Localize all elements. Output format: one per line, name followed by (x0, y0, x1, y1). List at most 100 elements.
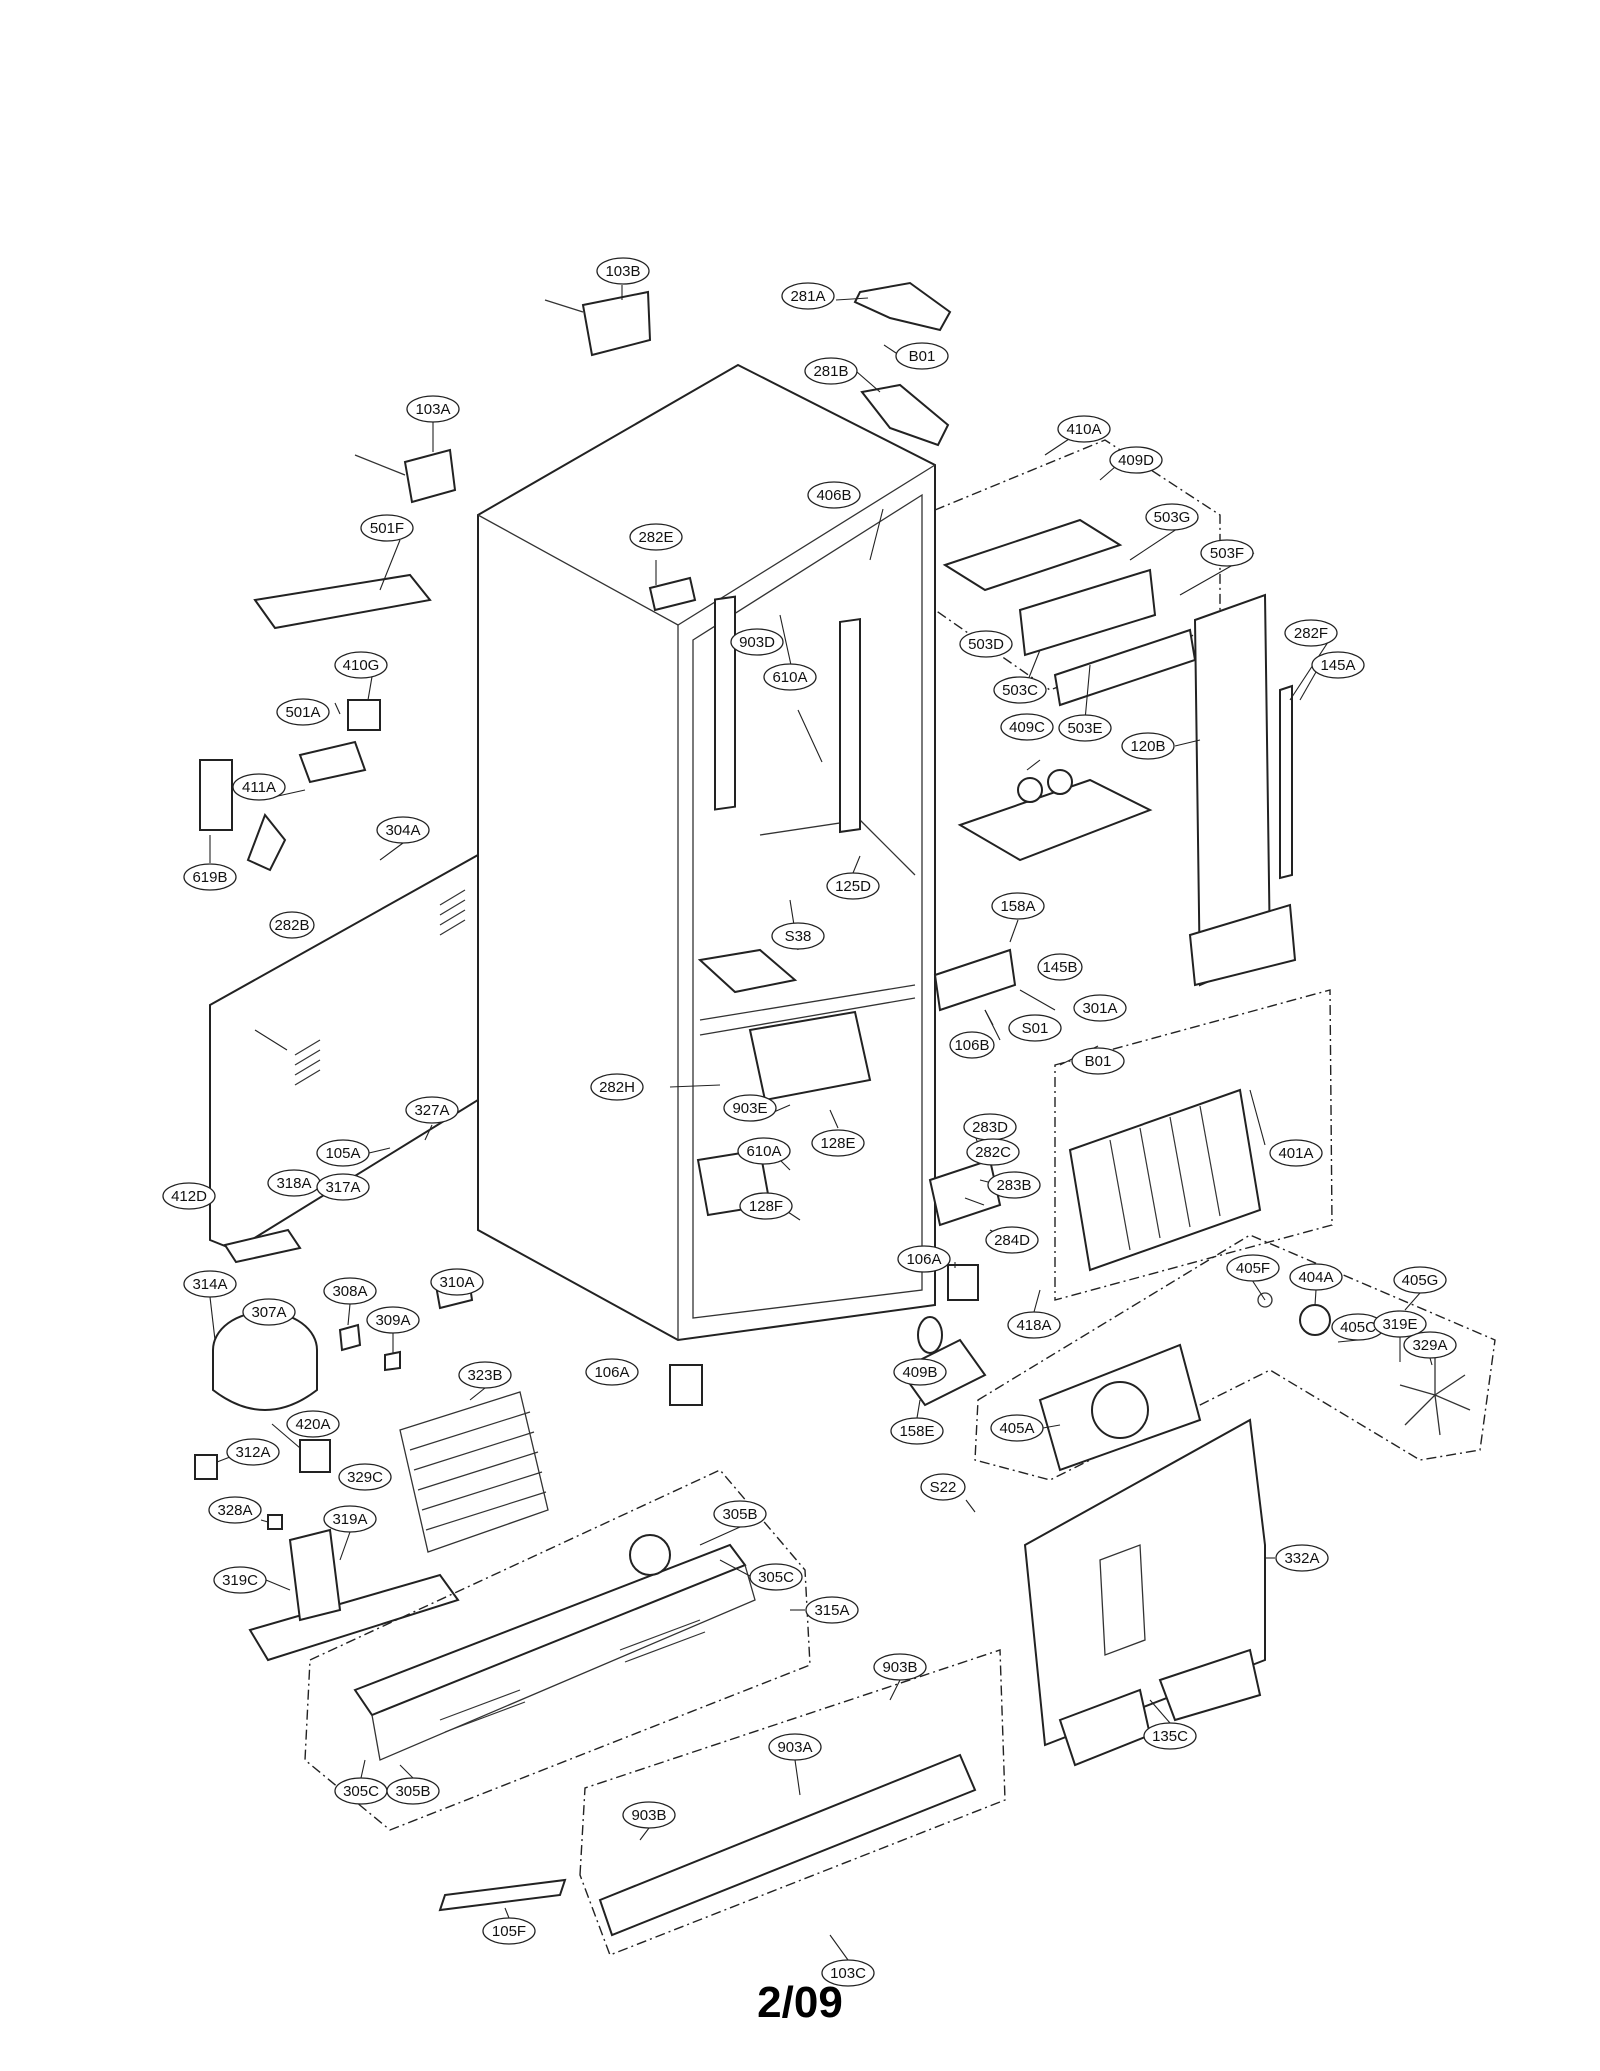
callout: 405F (1226, 1254, 1280, 1282)
svg-text:903B: 903B (882, 1659, 917, 1676)
callout: 405C (1331, 1313, 1385, 1341)
svg-text:282F: 282F (1294, 625, 1328, 642)
svg-text:405A: 405A (999, 1420, 1034, 1437)
callout: 315A (805, 1596, 859, 1624)
svg-text:105A: 105A (325, 1145, 360, 1162)
callout: 410G (334, 651, 388, 679)
svg-text:410G: 410G (343, 657, 380, 674)
page-number: 2/09 (757, 1978, 843, 2027)
svg-text:329A: 329A (1412, 1337, 1447, 1354)
svg-text:503E: 503E (1067, 720, 1102, 737)
callout: 308A (323, 1277, 377, 1305)
callout: 903D (730, 628, 784, 656)
svg-text:327A: 327A (414, 1102, 449, 1119)
svg-text:103A: 103A (415, 401, 450, 418)
callout: 145B (1037, 953, 1083, 981)
callout: B01 (1071, 1047, 1125, 1075)
svg-text:312A: 312A (235, 1444, 270, 1461)
callout: 128F (739, 1192, 793, 1220)
callout: 305C (334, 1777, 388, 1805)
callout: 307A (242, 1298, 296, 1326)
callout-layer: 103B 281A B01 281B 103A 410A 409D 406B 2… (162, 257, 1457, 1987)
svg-text:281A: 281A (790, 288, 825, 305)
svg-text:314A: 314A (192, 1276, 227, 1293)
callout: 125D (826, 872, 880, 900)
svg-text:105F: 105F (492, 1923, 526, 1940)
callout: 304A (376, 816, 430, 844)
callout: 105F (482, 1917, 536, 1945)
callout: 283B (987, 1171, 1041, 1199)
svg-text:329C: 329C (347, 1469, 383, 1486)
callout: 410A (1057, 415, 1111, 443)
svg-text:120B: 120B (1130, 738, 1165, 755)
callout: 282E (629, 523, 683, 551)
callout: 619B (183, 863, 237, 891)
svg-text:404A: 404A (1298, 1269, 1333, 1286)
svg-text:411A: 411A (242, 779, 276, 796)
svg-text:158A: 158A (1000, 898, 1035, 915)
svg-text:315A: 315A (814, 1602, 849, 1619)
callout: 319E (1373, 1310, 1427, 1338)
svg-text:301A: 301A (1082, 1000, 1117, 1017)
svg-text:284D: 284D (994, 1232, 1030, 1249)
svg-text:S38: S38 (785, 928, 812, 945)
svg-text:145A: 145A (1320, 657, 1355, 674)
svg-text:410A: 410A (1066, 421, 1101, 438)
callout: 319C (213, 1566, 267, 1594)
svg-text:903A: 903A (777, 1739, 812, 1756)
svg-text:S01: S01 (1022, 1020, 1049, 1037)
svg-text:282E: 282E (638, 529, 673, 546)
callout: B01 (895, 342, 949, 370)
svg-text:903D: 903D (739, 634, 775, 651)
callout: 105A (316, 1139, 370, 1167)
callout: 329A (1403, 1331, 1457, 1359)
callout: 305B (386, 1777, 440, 1805)
callout: 314A (183, 1270, 237, 1298)
svg-text:282C: 282C (975, 1144, 1011, 1161)
callout: 312A (226, 1438, 280, 1466)
svg-text:501A: 501A (285, 704, 320, 721)
callout: 103B (596, 257, 650, 285)
callout: 281B (804, 357, 858, 385)
callout: 501F (360, 514, 414, 542)
svg-text:610A: 610A (772, 669, 807, 686)
callout: 106A (897, 1245, 951, 1273)
svg-text:319C: 319C (222, 1572, 258, 1589)
svg-text:309A: 309A (375, 1312, 410, 1329)
svg-text:318A: 318A (276, 1175, 311, 1192)
callout: 282H (590, 1073, 644, 1101)
svg-text:332A: 332A (1284, 1550, 1319, 1567)
svg-text:283B: 283B (996, 1177, 1031, 1194)
svg-text:B01: B01 (1085, 1053, 1112, 1070)
svg-text:319A: 319A (332, 1511, 367, 1528)
svg-text:145B: 145B (1042, 959, 1077, 976)
callout: S01 (1008, 1014, 1062, 1042)
callout: 128E (811, 1129, 865, 1157)
callout: 309A (366, 1306, 420, 1334)
callout: 405A (990, 1414, 1044, 1442)
svg-text:304A: 304A (385, 822, 420, 839)
svg-text:128F: 128F (749, 1198, 783, 1215)
callout: 610A (737, 1137, 791, 1165)
callout: 283D (963, 1113, 1017, 1141)
callout: 610A (763, 663, 817, 691)
svg-text:420A: 420A (295, 1416, 330, 1433)
svg-text:305B: 305B (395, 1783, 430, 1800)
svg-text:282H: 282H (599, 1079, 635, 1096)
callout: 158E (890, 1417, 944, 1445)
svg-text:305C: 305C (758, 1569, 794, 1586)
callout: 305C (749, 1563, 803, 1591)
svg-text:305B: 305B (722, 1506, 757, 1523)
svg-text:135C: 135C (1152, 1728, 1188, 1745)
svg-text:103B: 103B (605, 263, 640, 280)
callout: 401A (1269, 1139, 1323, 1167)
svg-text:323B: 323B (467, 1367, 502, 1384)
svg-text:406B: 406B (816, 487, 851, 504)
svg-text:106B: 106B (954, 1037, 989, 1054)
svg-text:405C: 405C (1340, 1319, 1376, 1336)
callout: 503E (1058, 714, 1112, 742)
svg-text:418A: 418A (1016, 1317, 1051, 1334)
callout: 412D (162, 1182, 216, 1210)
callout: 418A (1007, 1311, 1061, 1339)
callout: 903B (873, 1653, 927, 1681)
